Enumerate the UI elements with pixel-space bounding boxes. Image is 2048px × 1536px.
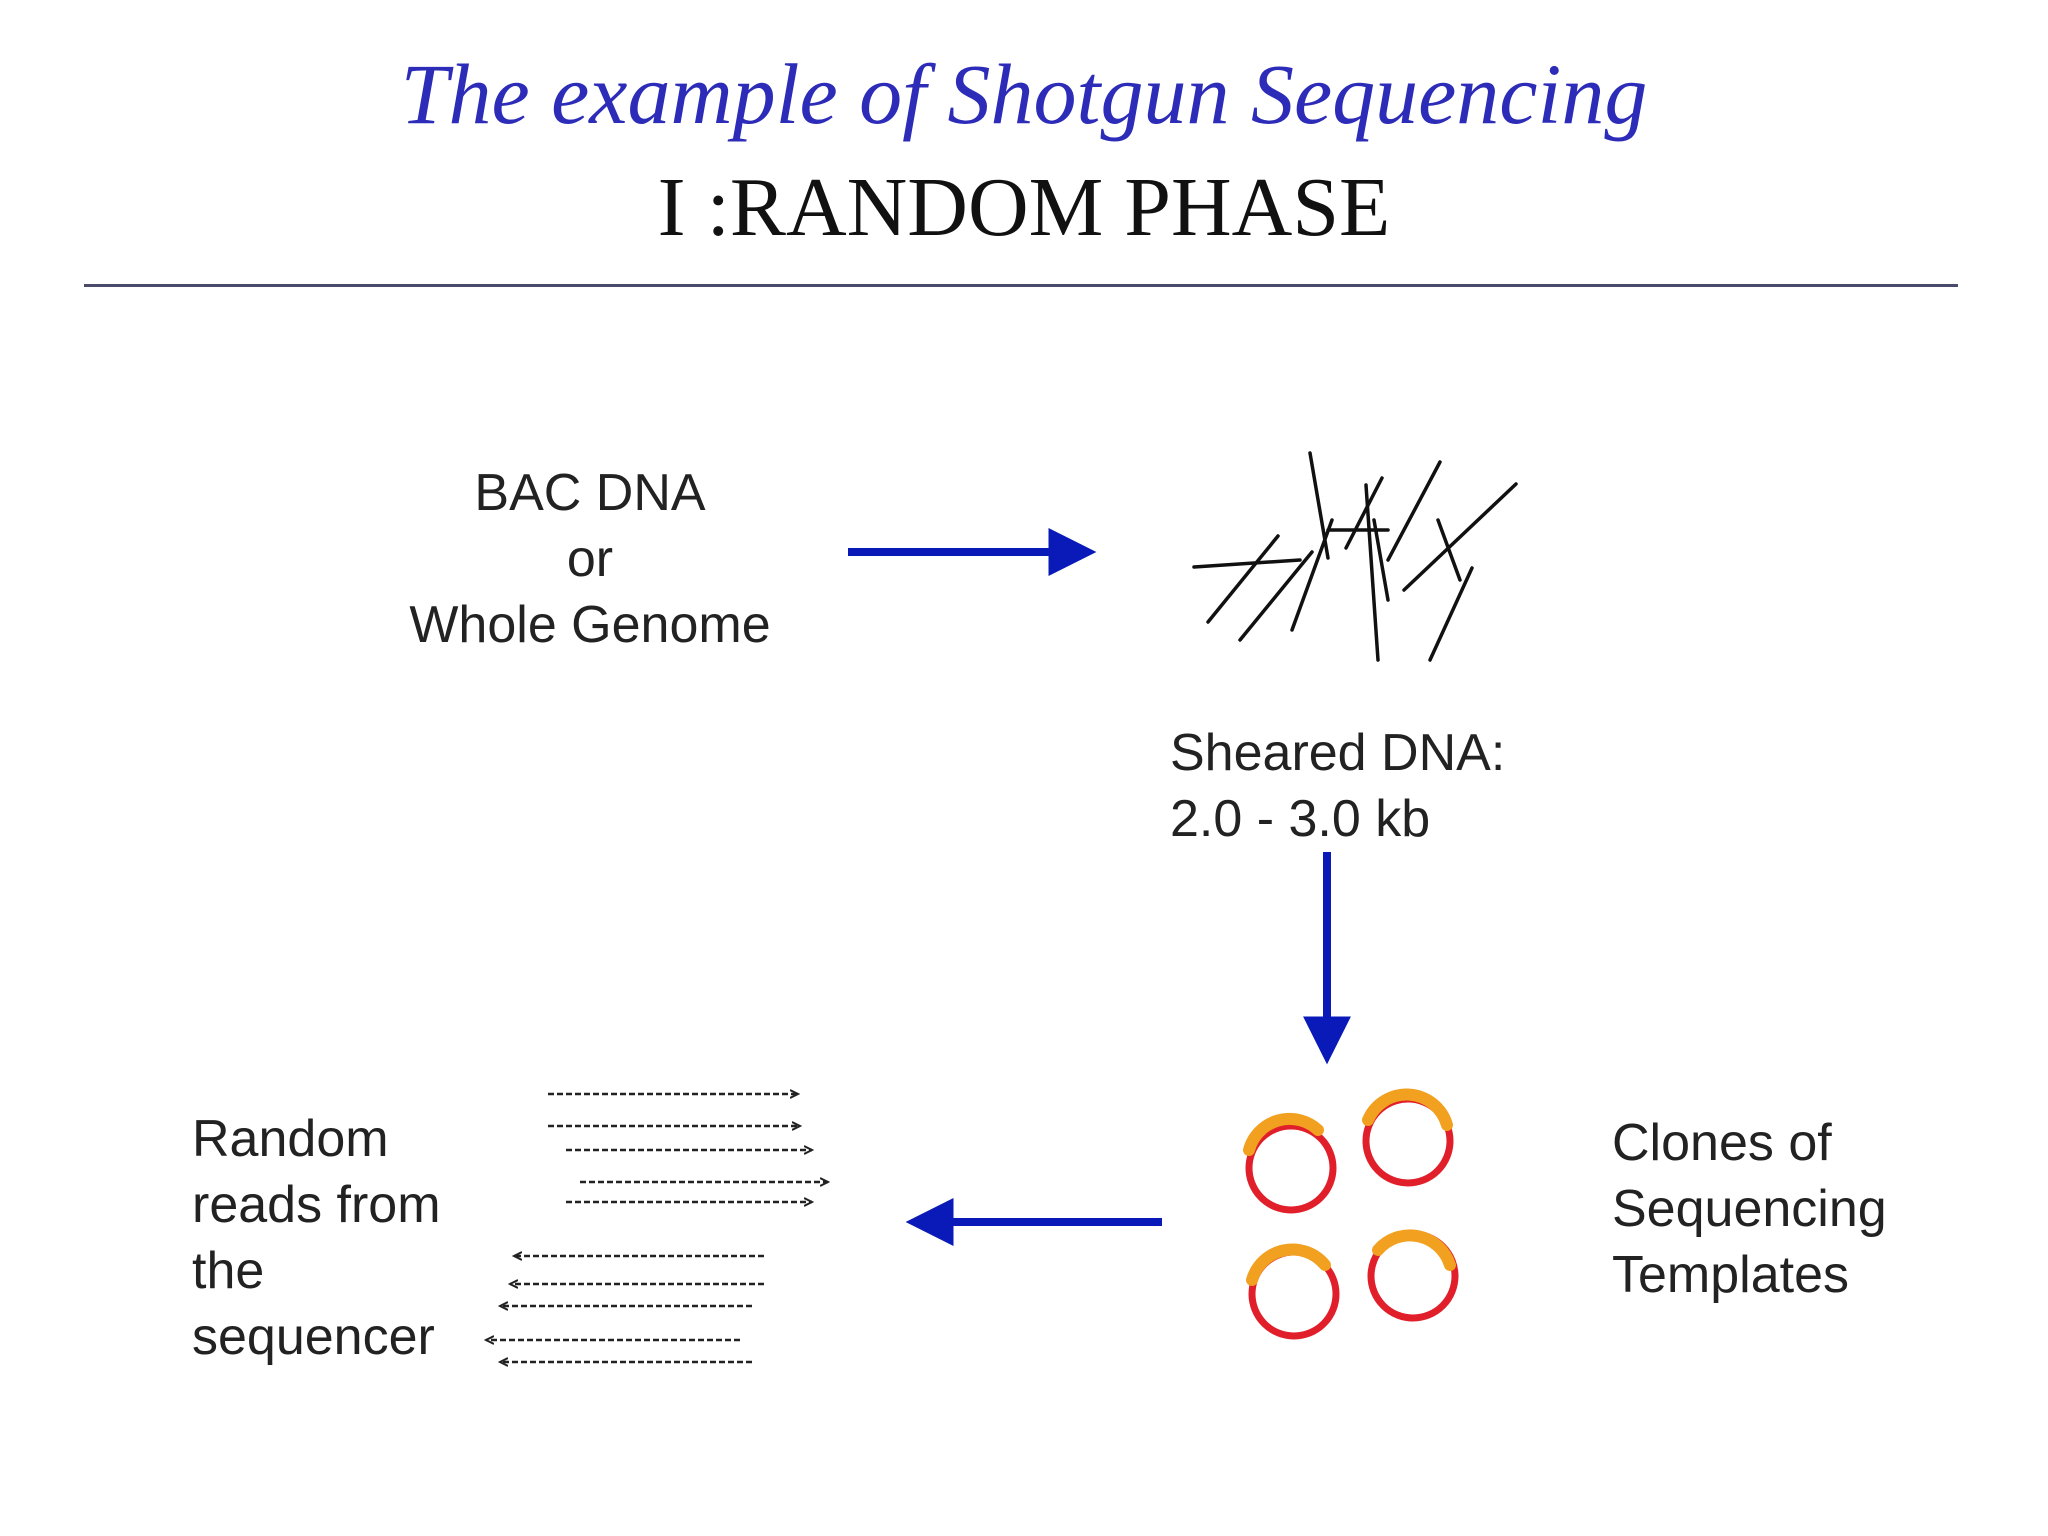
title-divider: [84, 284, 1958, 287]
clones-label: Clones of Sequencing Templates: [1612, 1110, 1887, 1308]
plasmid-top-right-icon: [1362, 1088, 1454, 1187]
sheared-dna-label: Sheared DNA: 2.0 - 3.0 kb: [1170, 720, 1505, 852]
reads-label: Random reads from the sequencer: [192, 1106, 441, 1370]
source-label-line-1: BAC DNA: [474, 464, 706, 522]
clones-label-line-2: Sequencing: [1612, 1180, 1887, 1238]
source-label-line-3: Whole Genome: [409, 596, 771, 654]
reads-label-line-3: the: [192, 1242, 265, 1300]
slide-subtitle: I :RANDOM PHASE: [657, 161, 1391, 254]
reads-label-line-1: Random: [192, 1110, 389, 1168]
plasmid-bottom-left-icon: [1246, 1243, 1340, 1340]
plasmid-bottom-right-icon: [1367, 1229, 1459, 1322]
forward-reads: [548, 1094, 828, 1202]
sheared-dna-label-line-1: Sheared DNA:: [1170, 724, 1506, 782]
plasmid-top-left-icon: [1243, 1112, 1337, 1214]
reverse-reads: [486, 1256, 764, 1362]
reads-label-line-2: reads from: [192, 1176, 441, 1234]
source-label-line-2: or: [566, 530, 614, 588]
sheared-dna-label-line-2: 2.0 - 3.0 kb: [1170, 790, 1431, 848]
reads-label-line-4: sequencer: [192, 1308, 435, 1366]
clones-label-line-1: Clones of: [1612, 1114, 1832, 1172]
source-label: BAC DNA or Whole Genome: [380, 460, 800, 658]
slide-title: The example of Shotgun Sequencing: [400, 46, 1648, 142]
sheared-dna-fragments-icon: [1192, 451, 1518, 662]
clones-label-line-3: Templates: [1612, 1246, 1849, 1304]
